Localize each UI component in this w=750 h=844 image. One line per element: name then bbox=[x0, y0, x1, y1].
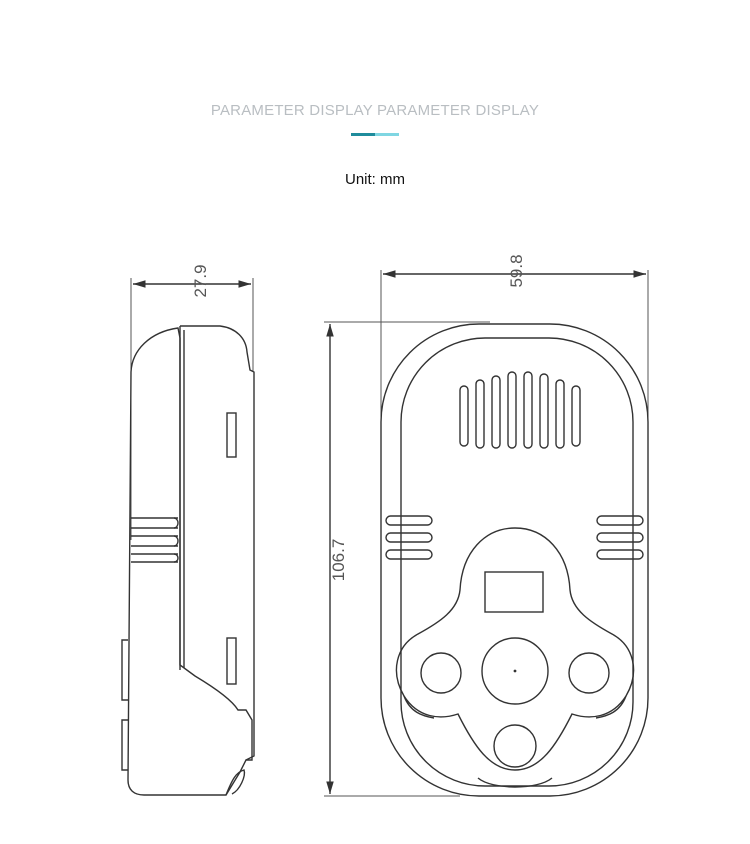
left-button[interactable] bbox=[420, 652, 462, 694]
right-vent-slots bbox=[596, 515, 644, 560]
unit-label: Unit: mm bbox=[345, 171, 405, 188]
height-value: 106.7 bbox=[329, 539, 348, 582]
control-panel-outline bbox=[395, 527, 635, 771]
right-button[interactable] bbox=[568, 652, 610, 694]
front-view bbox=[324, 270, 649, 797]
width-value: 59.8 bbox=[507, 254, 526, 287]
front-body-outer bbox=[380, 323, 649, 797]
top-vent-slots bbox=[459, 371, 581, 449]
left-vent-slots bbox=[385, 515, 433, 560]
title-accent-bar bbox=[351, 133, 399, 136]
thickness-value: 27.9 bbox=[191, 264, 210, 297]
right-button-arc bbox=[595, 695, 627, 719]
accent-segment-dark bbox=[351, 133, 375, 136]
side-button-1 bbox=[121, 639, 128, 701]
center-button[interactable] bbox=[481, 637, 549, 705]
side-view bbox=[121, 278, 255, 796]
side-slot-top bbox=[226, 412, 237, 458]
bottom-button-arc bbox=[477, 777, 553, 788]
accent-segment-light bbox=[375, 133, 399, 136]
side-vent-lines bbox=[131, 517, 178, 563]
side-slot-bottom bbox=[226, 637, 237, 685]
side-body-outline bbox=[127, 327, 253, 796]
side-bottom-clip bbox=[225, 769, 246, 796]
front-body-inner bbox=[400, 337, 634, 787]
center-button-dot bbox=[513, 669, 517, 673]
side-rim-outline bbox=[180, 325, 255, 761]
side-button-2 bbox=[121, 719, 128, 771]
left-button-arc bbox=[403, 695, 435, 719]
display-window bbox=[484, 571, 544, 613]
page-title: PARAMETER DISPLAY PARAMETER DISPLAY bbox=[210, 102, 540, 119]
bottom-button[interactable] bbox=[493, 724, 537, 768]
